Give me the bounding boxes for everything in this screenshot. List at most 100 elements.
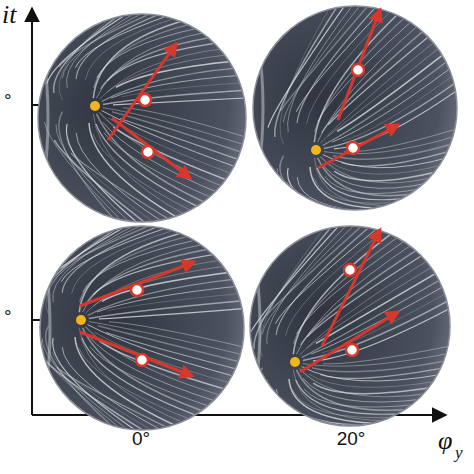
streamline [318,158,421,196]
streamline [56,124,135,227]
vector-marker [142,146,154,158]
streamline [59,112,119,225]
streamline [66,138,158,226]
source-dot [90,101,100,111]
streamline [66,9,142,88]
streamline [314,158,401,206]
source-dot [290,357,300,367]
streamline [254,222,336,349]
streamline [267,380,351,431]
streamline [334,88,460,149]
vector-arrow [108,44,176,140]
edge-band [44,56,48,181]
streamline [293,370,395,421]
streamline [66,124,142,227]
disk [250,226,450,426]
streamline [303,378,426,402]
streamline [275,226,380,324]
streamline [256,380,343,431]
disk [40,226,244,430]
streamline [322,28,427,133]
streamline [99,48,225,99]
streamline [324,81,459,149]
streamline [315,15,408,132]
streamline [276,389,373,428]
streamline [57,367,174,430]
streamline [45,122,127,226]
streamline [314,178,408,203]
streamline [288,168,356,215]
streamline [323,345,453,364]
streamline [297,177,379,212]
vector-arrow [80,332,192,376]
streamline [333,143,456,160]
vector-arrow [338,10,380,120]
tick-label: ° [4,306,12,327]
tick-label: 20° [337,428,366,449]
streamline [328,46,442,137]
streamline [52,352,158,434]
label-holder: y [455,443,463,463]
label-holder: it [2,0,16,30]
streamline [311,285,447,354]
streamline [296,380,408,414]
streamline [320,157,437,183]
streamline [55,140,151,227]
label-holder: ° [4,90,12,112]
streamline [289,379,388,424]
streamline [292,197,387,210]
streamline [102,272,233,301]
streamline [322,292,450,353]
vector-arrow [318,125,398,168]
y-axis [31,8,33,415]
flow-disk [38,9,249,227]
streamline [99,113,225,188]
streamline [294,235,402,345]
streamline [266,394,366,430]
axis-label: φ [438,426,452,455]
streamline [255,396,359,431]
tick-label: ° [4,90,12,111]
streamlines [245,221,454,431]
streamline [276,184,364,215]
vector-marker [346,344,358,356]
label-holder: 0° [132,428,150,450]
streamline [61,226,173,282]
vector-arrow [300,312,398,372]
streamline [277,168,348,215]
streamline [303,299,452,360]
vector-arrow [112,118,190,178]
streamline [332,66,453,142]
vector-marker [136,354,148,366]
streamline [33,221,135,297]
streamlines [31,221,248,435]
streamline [113,127,231,181]
streamline [42,338,135,435]
vector-marker [352,64,364,76]
streamline [103,90,248,104]
streamline [317,168,414,200]
streamline [116,61,235,87]
streamline [302,367,444,381]
vector-marker [139,94,151,106]
edge-band [256,266,260,386]
streamline [76,133,166,224]
streamline [47,9,135,84]
vector-marker [344,264,356,276]
streamline [71,153,174,222]
streamline [268,1,348,127]
source-dot [311,145,321,155]
axis-subscript: y [455,443,463,462]
flow-disk [31,221,248,435]
streamline [93,266,229,307]
streamline [287,182,371,214]
edge-band [259,47,263,169]
streamline [31,336,128,434]
streamline [293,390,402,418]
streamlines [44,9,249,227]
streamline [266,166,341,214]
streamline [307,253,425,337]
tick-label: 0° [132,428,150,449]
streamline [299,369,430,397]
